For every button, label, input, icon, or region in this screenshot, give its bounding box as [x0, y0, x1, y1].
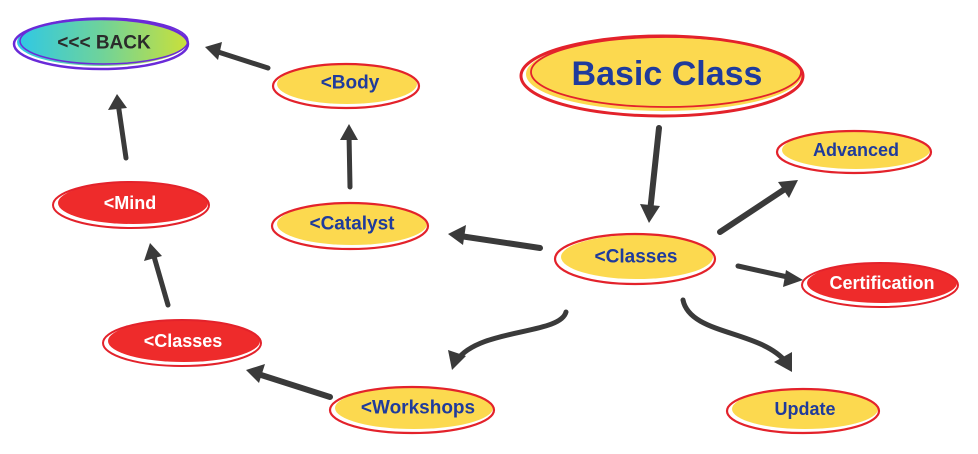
classes-left-label: <Classes [144, 331, 223, 351]
node-advanced[interactable]: Advanced [775, 129, 933, 175]
node-classes-left[interactable]: <Classes [102, 319, 262, 367]
arrow-catalyst-to-body [340, 124, 358, 190]
arrow-mind-to-back [108, 94, 129, 161]
workshops-label: <Workshops [361, 398, 475, 419]
node-classes-main[interactable]: <Classes [553, 232, 717, 286]
classes-main-label: <Classes [595, 247, 678, 268]
arrow-classes-left-to-mind [144, 243, 171, 308]
back-label: <<< BACK [57, 33, 151, 54]
arrow-classes-to-workshops [448, 309, 569, 370]
arrow-body-to-back [205, 42, 271, 71]
catalyst-label: <Catalyst [309, 214, 395, 235]
advanced-label: Advanced [813, 140, 899, 160]
certification-label: Certification [829, 273, 934, 293]
arrow-workshops-to-classes-left [246, 364, 333, 400]
node-catalyst[interactable]: <Catalyst [270, 201, 430, 251]
arrow-classes-to-catalyst [448, 225, 543, 251]
update-label: Update [774, 399, 835, 419]
connector-arrows [108, 42, 803, 400]
node-certification[interactable]: Certification [801, 262, 959, 308]
node-mind[interactable]: <Mind [52, 181, 210, 229]
node-update[interactable]: Update [725, 387, 881, 435]
mind-label: <Mind [104, 193, 157, 213]
arrow-basic-class-to-classes [640, 125, 662, 223]
back-button[interactable]: <<< BACK [12, 17, 190, 71]
node-workshops[interactable]: <Workshops [328, 385, 496, 435]
arrow-classes-to-certification [735, 263, 803, 287]
node-basic-class[interactable]: Basic Class [519, 34, 805, 118]
arrow-classes-to-update [680, 297, 792, 372]
node-body[interactable]: <Body [271, 62, 421, 110]
arrow-classes-to-advanced [717, 180, 798, 235]
body-label: <Body [321, 73, 380, 94]
basic-class-title: Basic Class [572, 55, 763, 93]
